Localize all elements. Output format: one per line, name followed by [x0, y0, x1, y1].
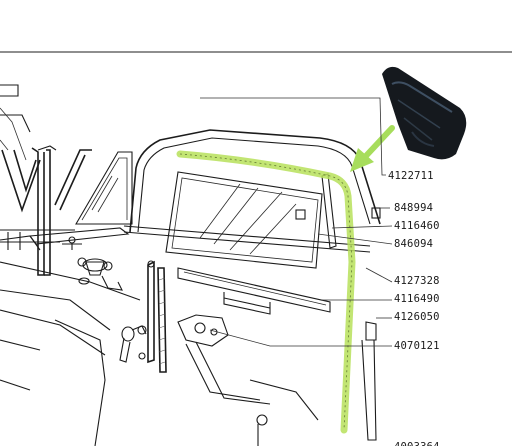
label-4070121: 4070121: [394, 340, 440, 352]
window-crank-handle: [119, 325, 147, 363]
pointer-arrow-icon: [350, 125, 395, 172]
label-848994: 848994: [394, 202, 433, 214]
left-door-frame: [0, 84, 141, 446]
vent-rod: [28, 227, 130, 250]
glass-carrier-channel: [177, 267, 331, 315]
part-number-labels: 4122711 848994 4116460 846094 4127328 41…: [388, 170, 440, 446]
left-leaders: [0, 107, 27, 161]
label-4122711: 4122711: [388, 170, 434, 182]
label-4116460: 4116460: [394, 220, 440, 232]
label-4003364: 4003364: [394, 441, 440, 446]
horizontal-support-rod: [123, 225, 371, 253]
left-vent-frame-pieces: [0, 145, 92, 276]
label-leaders: [200, 97, 393, 347]
latch-knob-assembly: [77, 257, 123, 291]
inner-door-glass: [165, 171, 323, 269]
label-846094: 846094: [394, 238, 433, 250]
label-4116490: 4116490: [394, 293, 440, 305]
vertical-glass-channel: [137, 260, 167, 373]
outer-window-frame: [129, 129, 381, 233]
label-4127328: 4127328: [394, 275, 440, 287]
quarter-vent-glass: [75, 151, 133, 225]
label-4126050: 4126050: [394, 311, 440, 323]
rubber-seal-photo-icon: [382, 66, 467, 160]
window-regulator: [177, 314, 319, 446]
highlighted-window-seal: [176, 150, 356, 434]
